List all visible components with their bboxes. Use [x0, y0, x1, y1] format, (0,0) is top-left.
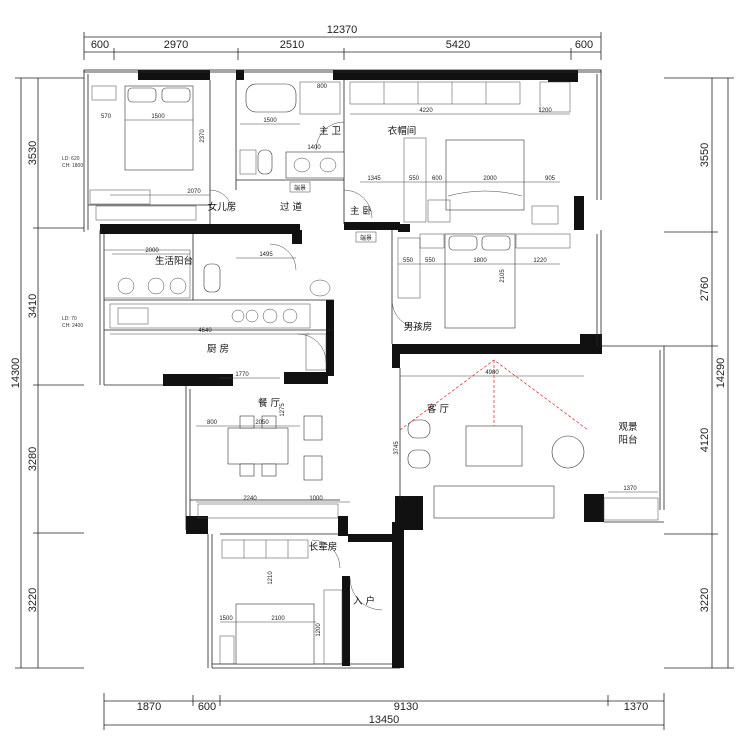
room-labels: 主 卫 衣帽间 女儿房 过 道 主 卧 生活阳台 男孩房 厨 房 客 厅 餐 厅…	[155, 125, 638, 607]
dim-1500a: 1500	[151, 114, 165, 120]
right-dim-4: 3220	[699, 588, 711, 612]
left-dim-4: 3220	[27, 588, 39, 612]
bottom-dim-1: 1870	[137, 701, 161, 713]
ld-label-1b: CH: 1800	[62, 163, 83, 169]
walls	[83, 69, 665, 669]
dim-1770: 1770	[235, 372, 249, 378]
right-dim-3: 4120	[699, 428, 711, 452]
dim-550b: 550	[403, 258, 414, 264]
dim-1800: 1800	[473, 258, 487, 264]
dim-1400: 1400	[307, 145, 321, 151]
room-view-balcony-2: 阳台	[618, 434, 637, 446]
dim-1200a: 1200	[538, 108, 552, 114]
dim-2000b: 2000	[145, 248, 159, 254]
dim-570: 570	[101, 114, 112, 120]
misc-labels: 端景 端景 LD: 620 CH: 1800 LD: 70 CH: 2400	[62, 156, 377, 329]
dim-1000: 1000	[309, 496, 323, 502]
dim-800b: 800	[207, 420, 218, 426]
dim-1275: 1275	[280, 403, 286, 417]
dim-1500c: 1500	[219, 616, 233, 622]
dim-2050: 2050	[255, 420, 269, 426]
dim-1495: 1495	[259, 252, 273, 258]
top-dim-5: 600	[575, 39, 593, 51]
dim-800a: 800	[317, 84, 328, 90]
dim-1345: 1345	[367, 176, 381, 182]
bottom-dim-2: 600	[198, 701, 216, 713]
dim-1200b: 1200	[316, 623, 322, 637]
room-daughter: 女儿房	[208, 201, 237, 213]
furniture	[89, 81, 659, 665]
dim-4640: 4640	[198, 328, 212, 334]
room-closet: 衣帽间	[388, 125, 417, 137]
dim-2100: 2100	[271, 616, 285, 622]
dim-2240: 2240	[243, 496, 257, 502]
room-master-bath: 主 卫	[319, 125, 342, 137]
bottom-dim-3: 9130	[394, 701, 418, 713]
room-entrance: 入 户	[353, 595, 375, 607]
dim-2070: 2070	[187, 189, 201, 195]
top-dimensions: 12370 600 2970 2510 5420 600	[83, 24, 602, 60]
dim-3745: 3745	[394, 441, 400, 455]
ld-label-2a: LD: 70	[62, 316, 77, 322]
room-utility-balcony: 生活阳台	[155, 255, 193, 267]
dim-1500b: 1500	[263, 118, 277, 124]
dim-550a: 550	[409, 176, 420, 182]
ld-label-2b: CH: 2400	[62, 323, 83, 329]
ld-label-1a: LD: 620	[62, 156, 80, 162]
dim-2370: 2370	[200, 129, 206, 143]
dim-1370: 1370	[623, 486, 637, 492]
dim-2105: 2105	[500, 269, 506, 283]
room-living: 客 厅	[427, 403, 450, 415]
doors	[209, 121, 421, 611]
left-dim-1: 3530	[27, 141, 39, 165]
room-master-bedroom: 主 卧	[350, 205, 373, 217]
left-dim-3: 3280	[27, 447, 39, 471]
bottom-dimensions: 1870 600 9130 1370 13450	[103, 693, 665, 730]
interior-dimensions: 1500 570 2070 2370 1500 1400 800 4220 12…	[101, 84, 658, 637]
right-dimensions: 14290 3550 2760 4120 3220	[664, 77, 734, 669]
dim-4220: 4220	[419, 108, 433, 114]
display-label-2: 端景	[360, 234, 372, 242]
dim-905: 905	[545, 176, 556, 182]
left-dimensions: 14300 3530 3410 3280 3220	[10, 77, 84, 669]
room-boy: 男孩房	[404, 321, 433, 333]
right-dim-1: 3550	[699, 143, 711, 167]
room-elder: 长辈房	[309, 541, 338, 553]
top-dim-2: 2970	[164, 39, 188, 51]
room-corridor: 过 道	[280, 201, 303, 213]
left-total-dim: 14300	[10, 358, 22, 389]
dim-2000a: 2000	[483, 176, 497, 182]
dim-1220: 1220	[533, 258, 547, 264]
top-dim-3: 2510	[280, 39, 304, 51]
dim-600a: 600	[432, 176, 443, 182]
right-dim-2: 2760	[699, 277, 711, 301]
room-kitchen: 厨 房	[207, 343, 229, 355]
left-dim-2: 3410	[27, 294, 39, 318]
display-label-1: 端景	[294, 184, 306, 192]
right-total-dim: 14290	[715, 358, 727, 389]
dim-4980: 4980	[485, 370, 499, 376]
interior-partitions	[88, 80, 401, 535]
room-view-balcony-1: 观景	[618, 422, 637, 433]
top-total-dim: 12370	[327, 24, 358, 36]
dim-1210: 1210	[268, 571, 274, 585]
room-dining: 餐 厅	[258, 397, 281, 409]
dim-550c: 550	[425, 258, 436, 264]
bottom-dim-4: 1370	[624, 701, 648, 713]
top-dim-1: 600	[91, 39, 109, 51]
bottom-total-dim: 13450	[369, 714, 400, 726]
top-dim-4: 5420	[446, 39, 470, 51]
